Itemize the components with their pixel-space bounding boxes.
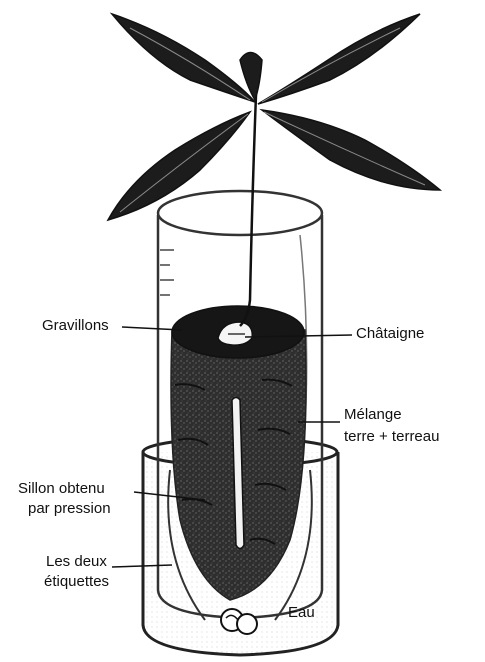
label-melange: Mélange [344,406,402,424]
label-gravillons: Gravillons [42,317,109,335]
label-sillon: Sillon obtenu [18,480,105,498]
label-eau: Eau [288,604,315,622]
label-etiquettes-line2: étiquettes [44,573,109,591]
label-chataigne: Châtaigne [356,325,424,343]
label-etiquettes: Les deux [46,553,107,571]
label-melange-line2: terre + terreau [344,428,439,446]
label-sillon-line2: par pression [28,500,111,518]
stem [240,95,256,326]
